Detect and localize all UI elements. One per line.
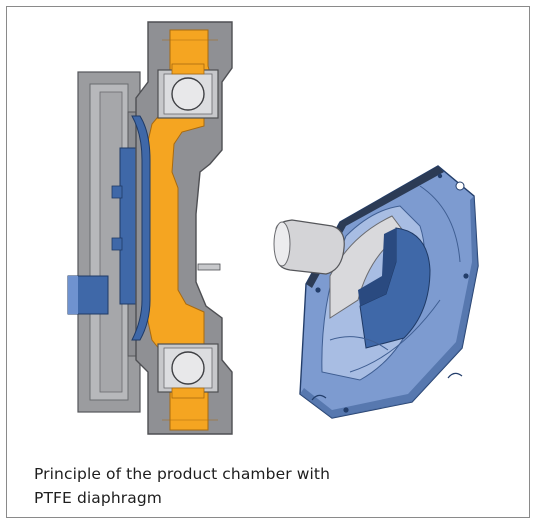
cross-section-view	[67, 21, 233, 435]
vent-pin	[197, 263, 221, 271]
upper-ball	[171, 77, 205, 111]
lower-ball	[171, 351, 205, 385]
mount-hole	[455, 181, 465, 191]
caption-line-1: Principle of the product chamber with	[34, 465, 330, 483]
diaphragm-stem	[275, 219, 345, 275]
caption-line-2: PTFE diaphragm	[34, 489, 162, 507]
product-chamber-diagram	[67, 21, 479, 435]
diaphragm-core	[359, 227, 431, 349]
ptfe-diaphragm	[131, 115, 151, 341]
isometric-view	[273, 165, 479, 419]
figure-caption: Principle of the product chamber with PT…	[34, 462, 514, 510]
